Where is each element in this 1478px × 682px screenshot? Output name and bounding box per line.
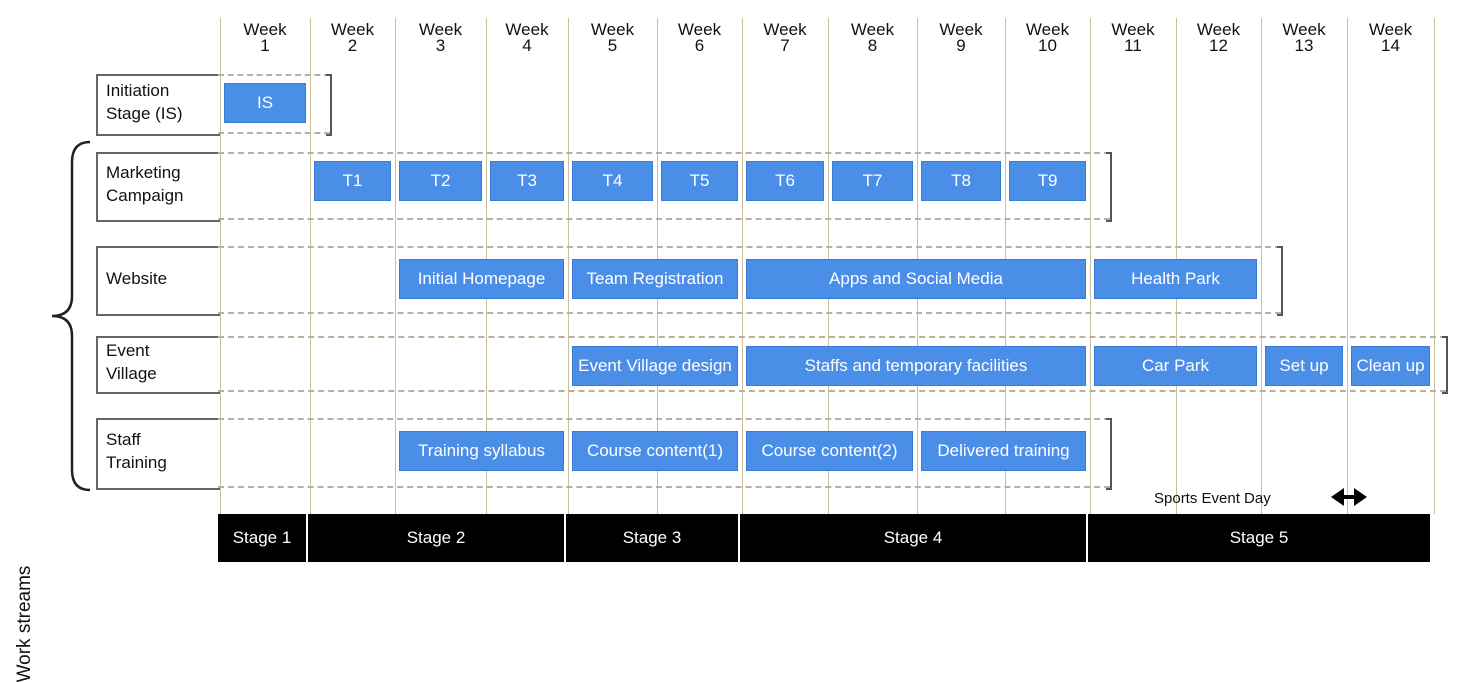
row-rule <box>218 390 1446 392</box>
row-rule <box>218 336 1446 338</box>
row-label-box <box>96 418 220 490</box>
row-end-bracket <box>1442 336 1448 394</box>
row-end-bracket <box>1106 152 1112 222</box>
task-bar: T4 <box>572 161 653 201</box>
row-end-bracket <box>1277 246 1283 316</box>
row-label-box <box>96 336 220 394</box>
week-gridline <box>395 18 396 514</box>
task-bar: Training syllabus <box>399 431 564 471</box>
row-end-bracket <box>1106 418 1112 490</box>
stage-block: Stage 3 <box>566 514 738 562</box>
task-bar: Course content(1) <box>572 431 738 471</box>
task-bar: Event Village design <box>572 346 738 386</box>
row-rule <box>218 418 1110 420</box>
week-gridline <box>1347 18 1348 514</box>
row-label-box <box>96 152 220 222</box>
task-bar: Staffs and temporary facilities <box>746 346 1086 386</box>
task-bar: T1 <box>314 161 391 201</box>
week-gridline <box>568 18 569 514</box>
stage-block: Stage 5 <box>1088 514 1430 562</box>
row-rule <box>218 218 1110 220</box>
task-bar: Health Park <box>1094 259 1257 299</box>
task-bar: IS <box>224 83 306 123</box>
task-bar: T2 <box>399 161 482 201</box>
event-day-label: Sports Event Day <box>1154 490 1271 507</box>
event-day-marker <box>1331 488 1367 506</box>
task-bar: T6 <box>746 161 824 201</box>
task-bar: T5 <box>661 161 738 201</box>
row-rule <box>218 312 1281 314</box>
workstreams-brace <box>38 140 94 492</box>
task-bar: Course content(2) <box>746 431 913 471</box>
stage-block: Stage 2 <box>308 514 564 562</box>
task-bar: Clean up <box>1351 346 1430 386</box>
row-label-box <box>96 246 220 316</box>
task-bar: T8 <box>921 161 1001 201</box>
workstreams-label: Work streams <box>14 565 35 682</box>
week-gridline <box>220 18 221 514</box>
task-bar: T7 <box>832 161 913 201</box>
task-bar: T3 <box>490 161 564 201</box>
task-bar: Initial Homepage <box>399 259 564 299</box>
task-bar: Set up <box>1265 346 1343 386</box>
task-bar: T9 <box>1009 161 1086 201</box>
week-gridline <box>742 18 743 514</box>
row-label-box <box>96 74 220 136</box>
task-bar: Delivered training <box>921 431 1086 471</box>
week-gridline <box>1090 18 1091 514</box>
task-bar: Apps and Social Media <box>746 259 1086 299</box>
week-gridline <box>1261 18 1262 514</box>
week-gridline <box>1434 18 1435 514</box>
stage-block: Stage 1 <box>218 514 306 562</box>
row-rule <box>218 132 330 134</box>
row-end-bracket <box>326 74 332 136</box>
row-rule <box>218 74 330 76</box>
week-gridline <box>310 18 311 514</box>
row-rule <box>218 486 1110 488</box>
task-bar: Car Park <box>1094 346 1257 386</box>
row-rule <box>218 246 1281 248</box>
row-rule <box>218 152 1110 154</box>
row-label: Website <box>106 269 168 288</box>
stage-block: Stage 4 <box>740 514 1086 562</box>
task-bar: Team Registration <box>572 259 738 299</box>
